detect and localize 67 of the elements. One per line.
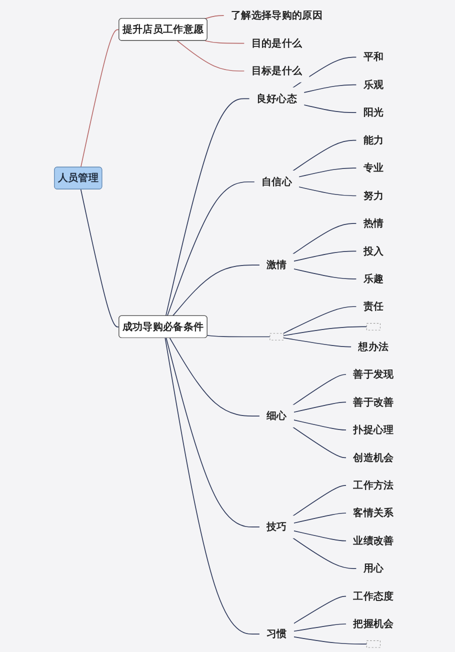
node-text: 扑捉心理	[353, 424, 394, 436]
node-text: 阳光	[363, 106, 384, 119]
connector	[293, 624, 347, 632]
connector	[292, 56, 357, 88]
connector	[283, 306, 357, 334]
node-text: 细心	[266, 410, 287, 422]
connector	[293, 420, 347, 430]
node-text: 良好心态	[256, 92, 298, 105]
connector	[169, 338, 260, 417]
connector	[292, 374, 347, 406]
connector	[166, 338, 260, 528]
connector	[293, 512, 347, 524]
node-text: 了解选择导购的原因	[230, 10, 323, 22]
connector	[292, 426, 347, 458]
connector	[292, 538, 357, 569]
connector	[283, 326, 368, 336]
node-text: 善于改善	[353, 396, 394, 408]
node-text: 客情关系	[353, 507, 394, 520]
connector	[293, 530, 347, 542]
node-text: 创造机会	[353, 452, 394, 464]
connector	[293, 268, 357, 280]
node-text: 想办法	[358, 340, 389, 353]
node-text: 平和	[363, 51, 384, 64]
connector	[164, 338, 260, 634]
connector	[298, 168, 357, 178]
node-box	[366, 323, 381, 330]
connector	[303, 84, 357, 93]
node-text: 工作态度	[353, 590, 394, 602]
connector	[172, 264, 260, 316]
connector	[283, 337, 352, 348]
node-box	[270, 333, 284, 340]
connector	[204, 15, 225, 20]
connector	[80, 188, 120, 328]
connector	[303, 104, 357, 113]
node-text: 自信心	[261, 176, 292, 188]
connector	[206, 334, 270, 338]
connector	[80, 29, 120, 168]
connector	[292, 223, 357, 254]
node-text: 善于发现	[353, 368, 394, 380]
connector	[166, 181, 256, 316]
connector	[165, 98, 250, 316]
node-text: 责任	[363, 300, 384, 313]
node-text: 热情	[363, 218, 384, 230]
node-text: 专业	[363, 162, 384, 174]
connector	[176, 40, 245, 72]
node-text: 业绩改善	[353, 534, 394, 547]
node-text: 技巧	[266, 521, 287, 533]
connector	[293, 250, 357, 262]
node-text: 把握机会	[353, 618, 394, 630]
node-text: 习惯	[266, 628, 287, 640]
connector	[298, 186, 357, 196]
connector	[293, 596, 347, 624]
node-text: 能力	[363, 134, 384, 146]
node-text: 乐观	[363, 78, 384, 91]
node-text: 努力	[363, 190, 384, 202]
node-text: 投入	[363, 245, 384, 258]
node-text: 工作方法	[353, 479, 394, 492]
connector	[292, 484, 347, 516]
node-text: 目的是什么	[251, 37, 302, 50]
connector	[292, 140, 357, 172]
connector	[293, 402, 347, 413]
connector	[293, 636, 368, 644]
node-text: 乐趣	[363, 272, 384, 285]
connector	[204, 40, 245, 44]
node-text: 激情	[266, 259, 287, 271]
node-text: 用心	[363, 562, 384, 574]
node-box	[366, 640, 381, 648]
